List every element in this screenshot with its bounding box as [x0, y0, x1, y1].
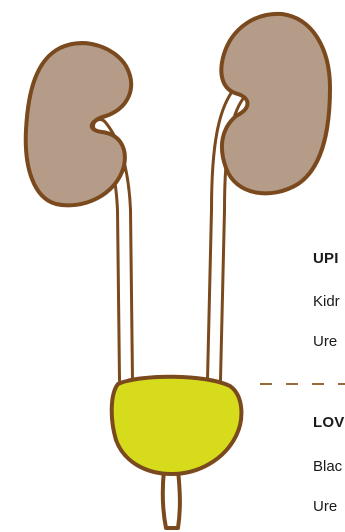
lower-tract-item-urethra: Ure [313, 498, 337, 515]
lower-tract-heading: LOV [313, 414, 344, 431]
upper-tract-item-ureter: Ure [313, 333, 337, 350]
left-kidney [26, 43, 131, 205]
lower-tract-item-bladder: Blac [313, 458, 342, 475]
urethra [163, 470, 180, 528]
upper-tract-heading: UPI [313, 250, 339, 267]
upper-tract-item-kidney: Kidr [313, 293, 340, 310]
bladder [112, 377, 242, 474]
